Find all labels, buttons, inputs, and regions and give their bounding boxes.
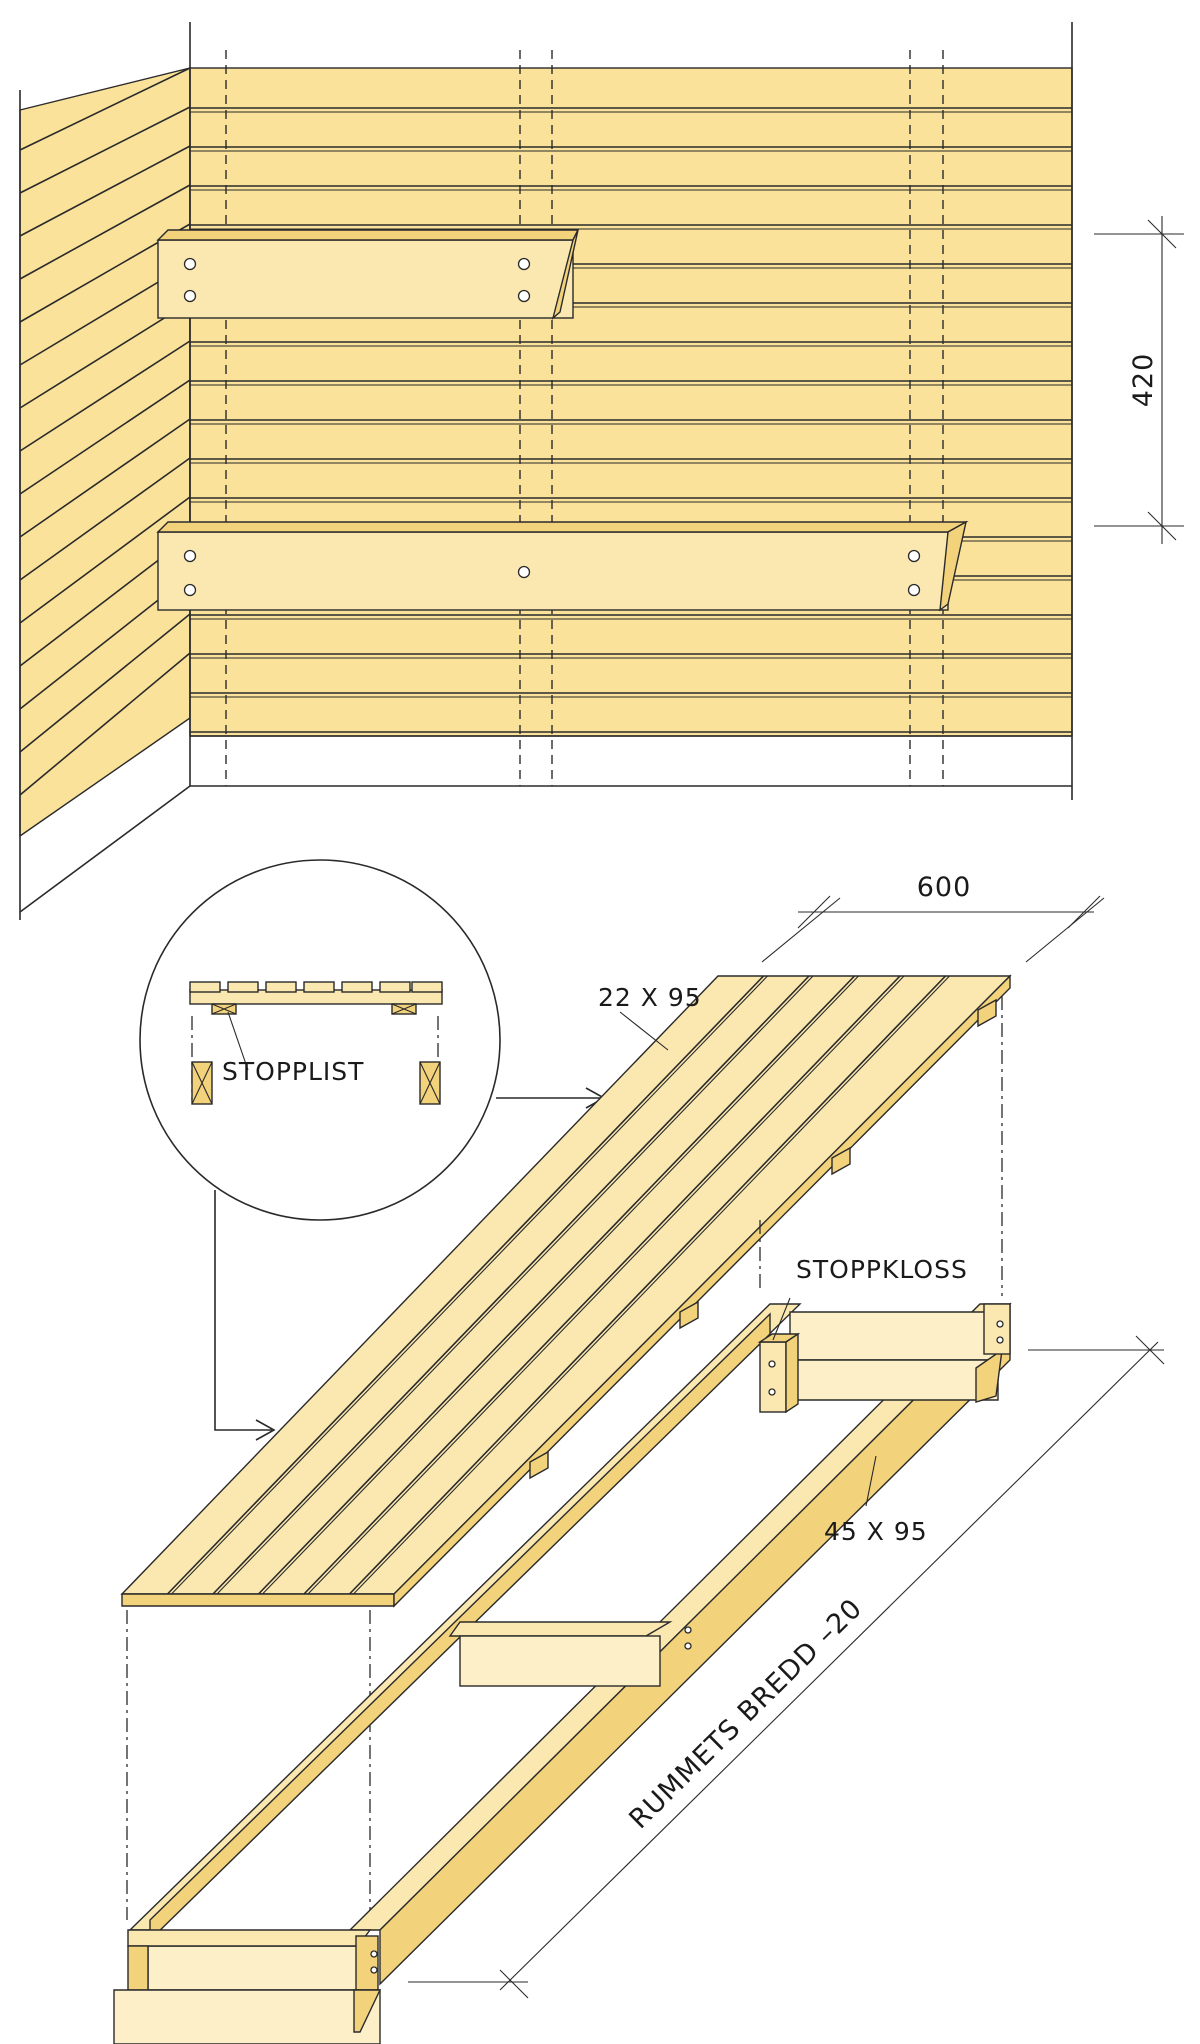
seat-slat-gaps — [166, 975, 950, 1595]
back-wall — [189, 67, 1073, 737]
width-dimension-label: 600 — [917, 872, 972, 903]
detail-seat-section — [189, 981, 443, 1015]
frame-size-label: 45 X 95 — [824, 1517, 928, 1546]
slat-gap-edge — [171, 975, 768, 1595]
side-panel-line — [19, 106, 191, 194]
slat-gap — [257, 975, 856, 1595]
side-panel-line — [19, 67, 191, 151]
side-panel-line — [19, 340, 191, 452]
slat-gap-edge — [307, 975, 905, 1595]
slat-gap-edge — [216, 975, 814, 1595]
slat-gap-edge — [353, 975, 950, 1595]
side-panel-line — [19, 301, 191, 409]
slat-gap — [303, 975, 901, 1595]
wall-elevation: 420 — [19, 22, 1184, 920]
side-panel-line — [19, 145, 191, 237]
bench-frame: STOPPKLOSS 45 X 95 — [113, 1255, 1012, 2044]
side-panel-line — [19, 496, 191, 624]
floor-line-side — [19, 785, 191, 913]
detail-circle — [139, 859, 501, 1221]
lower-ledger — [156, 520, 969, 612]
detail-callout: STOPPLIST — [139, 859, 606, 1441]
height-dimension: 420 — [1094, 216, 1184, 544]
detail-frame-right — [419, 1061, 441, 1105]
stoppkloss-block — [757, 1332, 801, 1414]
side-panel-line — [19, 652, 191, 796]
side-wall — [19, 67, 191, 838]
arrow-to-seat-bottom — [214, 1190, 272, 1431]
seat-slats: 22 X 95 600 — [120, 872, 1105, 1608]
height-dimension-label: 420 — [1128, 353, 1159, 408]
slat-gap — [348, 975, 947, 1595]
slat-gap — [212, 975, 810, 1595]
side-panel-line — [19, 418, 191, 538]
slat-gap-edge — [262, 975, 859, 1595]
side-panel-line — [19, 184, 191, 280]
detail-frame-left — [191, 1061, 213, 1105]
side-panel-line — [19, 613, 191, 753]
side-panel-line — [19, 379, 191, 495]
slat-size-label: 22 X 95 — [598, 983, 702, 1012]
side-panel-line — [19, 457, 191, 581]
stoppkloss-label: STOPPKLOSS — [796, 1255, 968, 1284]
stopplist-label: STOPPLIST — [222, 1057, 364, 1086]
upper-ledger — [156, 229, 580, 320]
width-dimension: 600 — [761, 872, 1105, 963]
slat-gap — [166, 975, 765, 1595]
